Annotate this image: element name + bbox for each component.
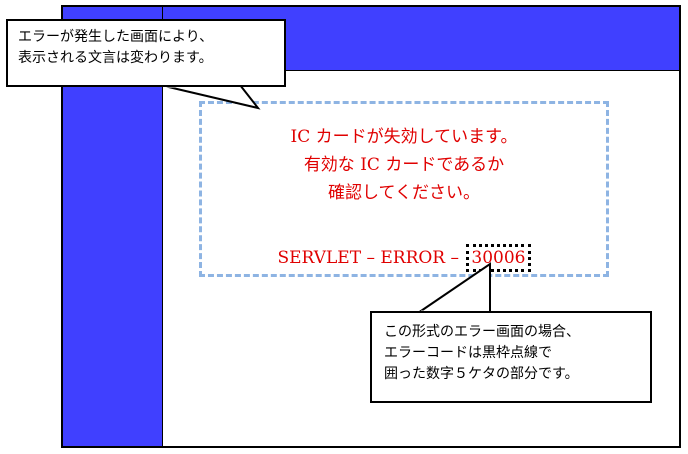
annotation-callout-bottom: この形式のエラー画面の場合、 エラーコードは黒枠点線で 囲った数字５ケタの部分で… (370, 311, 652, 403)
error-message-panel: IC カードが失効しています。 有効な IC カードであるか 確認してください。… (199, 101, 609, 277)
error-message-line-3: 確認してください。 (328, 183, 480, 203)
error-message-line-1: IC カードが失効しています。 (290, 127, 518, 147)
annotation-callout-top: エラーが発生した画面により、 表示される文言は変わります。 (6, 19, 286, 87)
error-message-line-2: 有効な IC カードであるか (303, 155, 505, 175)
error-code-number: 30006 (466, 244, 531, 272)
callout-bottom-line-3: 囲った数字５ケタの部分です。 (384, 366, 579, 382)
callout-top-line-1: エラーが発生した画面により、 (18, 29, 214, 45)
error-code: SERVLET – ERROR – 30006 (202, 244, 606, 272)
callout-bottom-line-2: エラーコードは黒枠点線で (384, 345, 552, 361)
error-code-prefix: SERVLET – ERROR – (277, 248, 460, 268)
callout-bottom-line-1: この形式のエラー画面の場合、 (384, 324, 580, 340)
callout-top-line-2: 表示される文言は変わります。 (18, 50, 213, 66)
